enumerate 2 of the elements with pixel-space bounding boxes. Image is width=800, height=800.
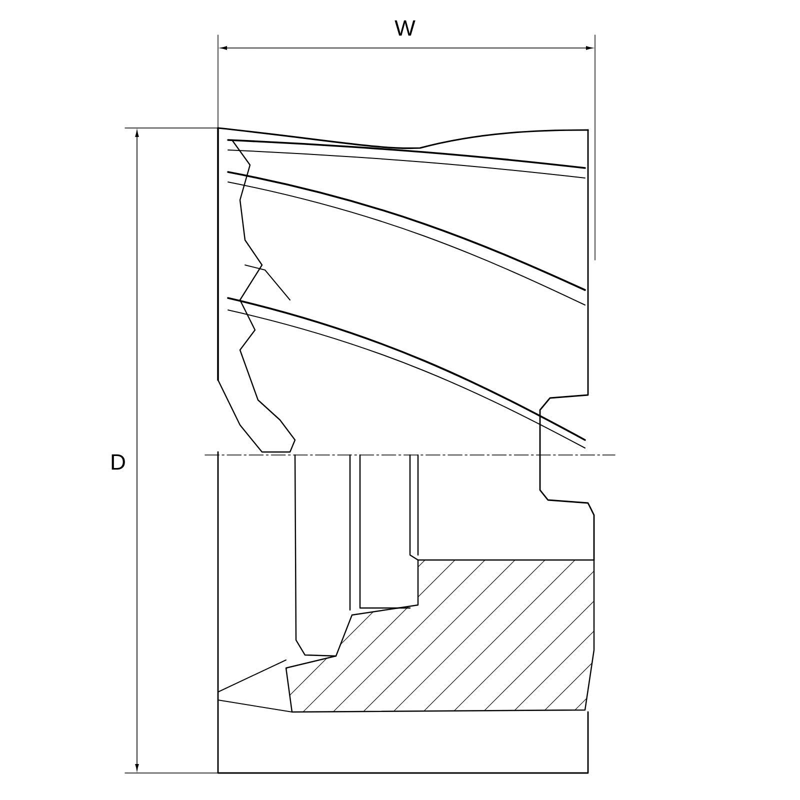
dimension-label: W: [394, 19, 416, 37]
dimension-label: D: [108, 452, 128, 472]
